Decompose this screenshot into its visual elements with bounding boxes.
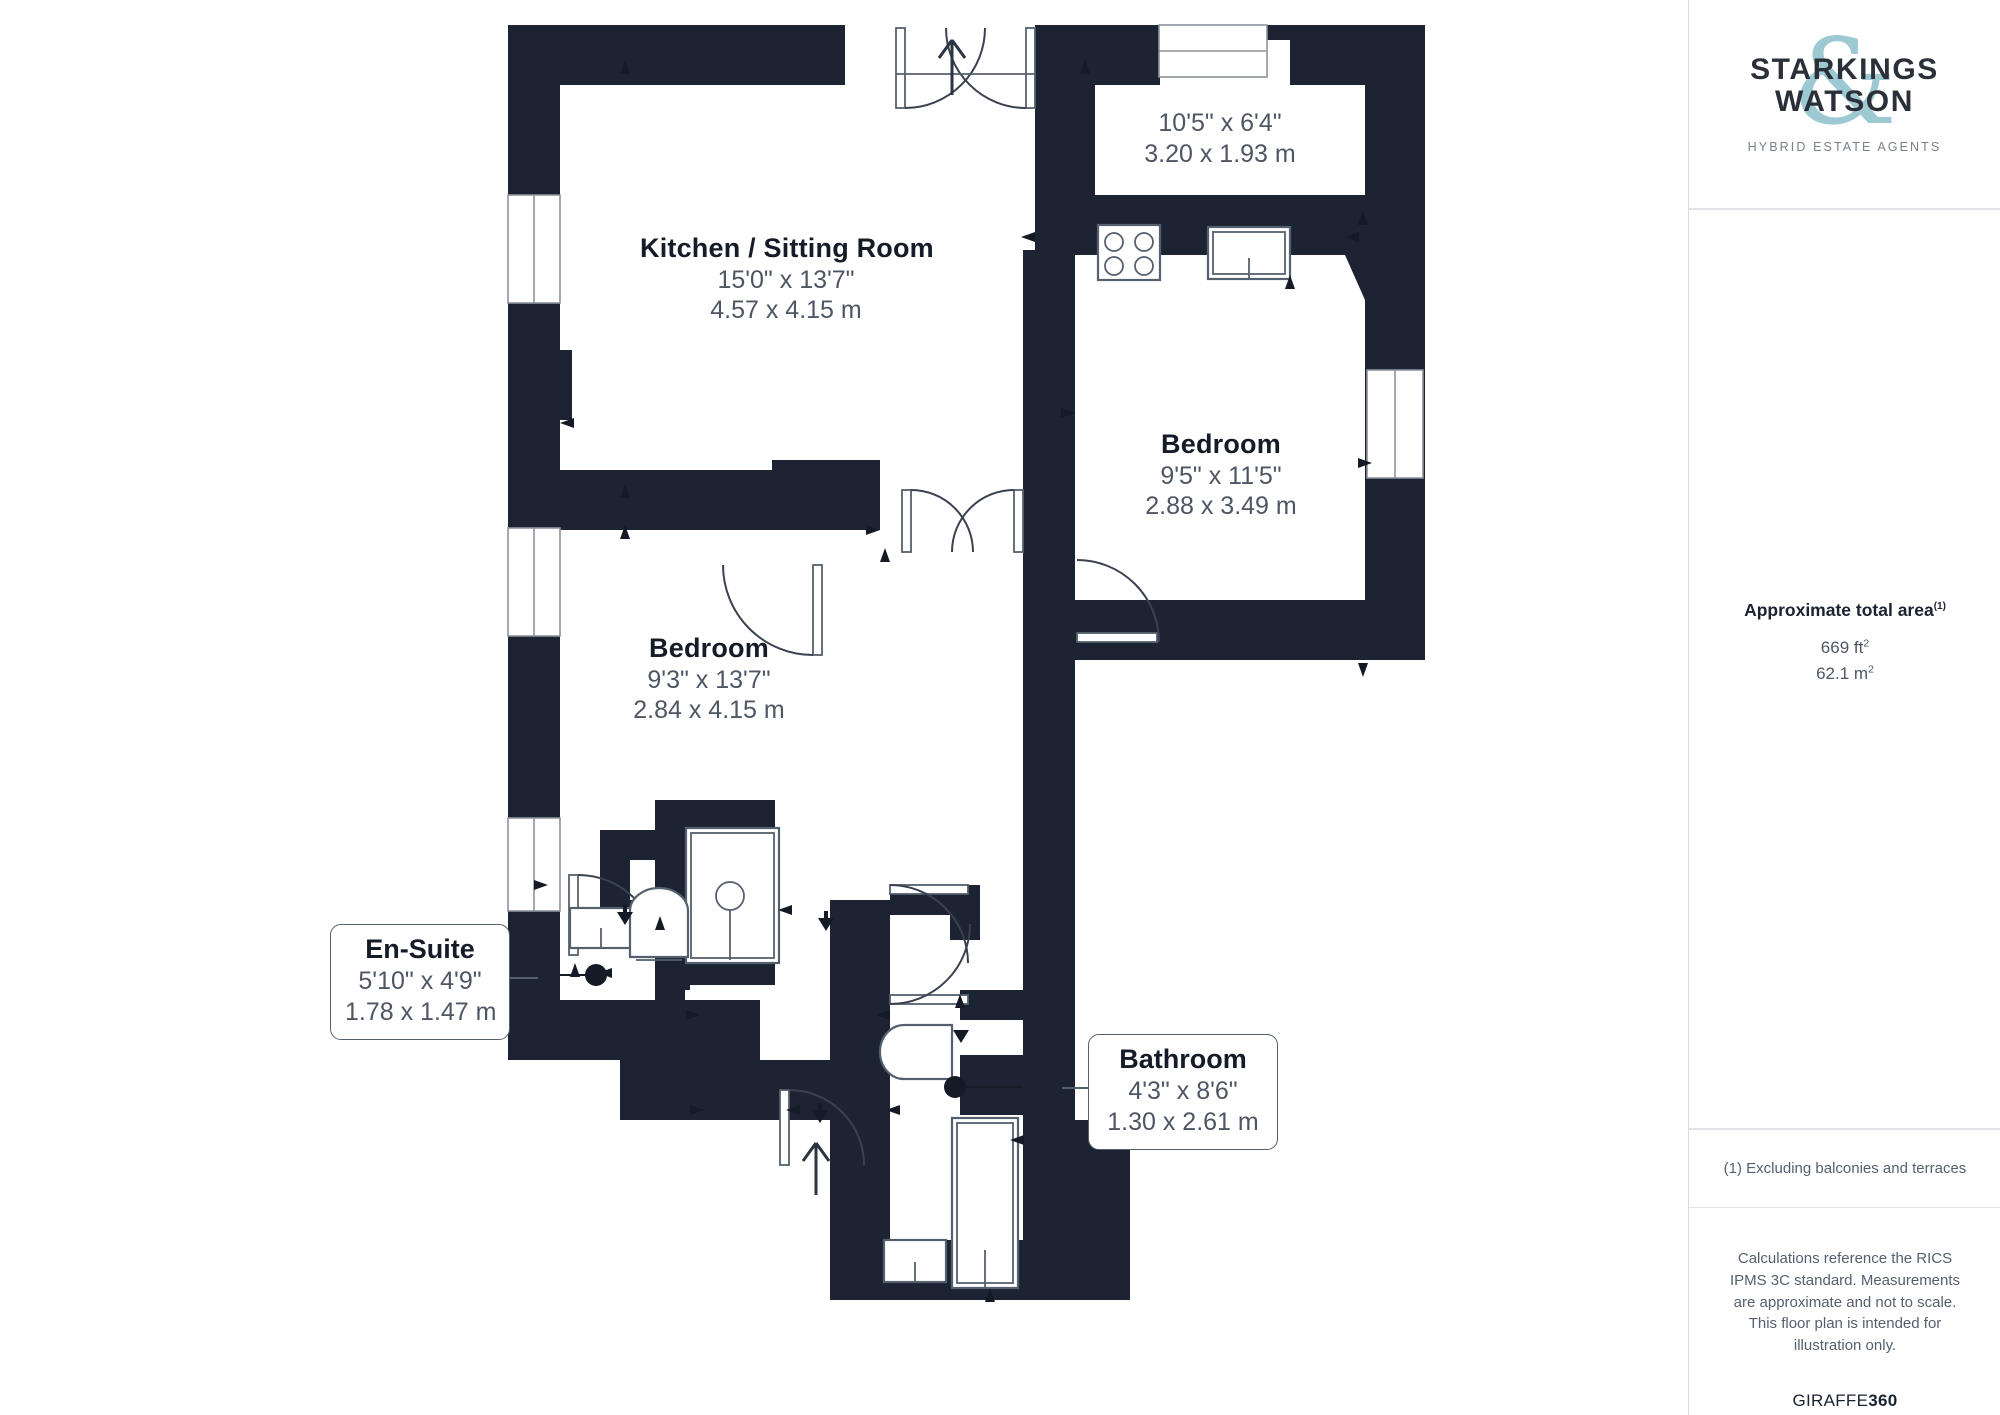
info-sidebar: & STARKINGS WATSON HYBRID ESTATE AGENTS … <box>1688 0 2000 1415</box>
walls <box>508 25 1425 1300</box>
entry-arrow-icon <box>801 1142 831 1195</box>
windows <box>507 24 1424 912</box>
total-area-title-text: Approximate total area <box>1744 600 1934 620</box>
room-metric: 1.30 x 2.61 m <box>1107 1108 1259 1137</box>
room-name: Bathroom <box>1119 1044 1247 1074</box>
room-callout-en-suite: En-Suite 5'10" x 4'9" 1.78 x 1.47 m <box>330 924 510 1041</box>
sidebar-divider-2 <box>1689 1128 2000 1130</box>
giraffe360-suffix: 360 <box>1868 1390 1898 1410</box>
shower-icon <box>684 826 781 965</box>
bathtub-icon <box>950 1116 1020 1290</box>
ceiling-light-icon <box>617 905 633 925</box>
ceiling-light-icon <box>953 1030 969 1043</box>
total-area-footnote-ref: (1) <box>1933 601 1946 613</box>
ceiling-light-icon <box>818 911 834 931</box>
bathroom-basin-icon <box>882 1238 948 1284</box>
room-imperial: 4'3" x 8'6" <box>1128 1077 1238 1106</box>
hob-icon <box>1096 223 1162 282</box>
total-area-imperial-value: 669 ft <box>1820 638 1864 657</box>
callout-leader-en-suite <box>508 977 538 979</box>
callout-leader-bathroom <box>1062 1087 1090 1089</box>
room-imperial: 5'10" x 4'9" <box>358 967 482 996</box>
floor-plan-canvas: .wall { fill:#1c2433; } .winfill { fill:… <box>330 24 1425 1302</box>
entry-arrow-icon-top <box>937 39 967 95</box>
room-metric: 1.78 x 1.47 m <box>345 998 497 1027</box>
room-name: En-Suite <box>365 934 475 964</box>
viewpoint-markers <box>534 60 1372 1302</box>
total-area-metric: 62.1 m2 <box>1689 661 2000 687</box>
giraffe360-brand: GIRAFFE360 <box>1689 1357 2000 1411</box>
logo-line-2: WATSON <box>1774 85 1915 118</box>
logo-tagline: HYBRID ESTATE AGENTS <box>1747 139 1942 154</box>
giraffe360-name: GIRAFFE <box>1792 1390 1869 1410</box>
ceiling-light-icon <box>812 1103 828 1123</box>
metric-unit-exponent: 2 <box>1868 662 1874 675</box>
sidebar-footer: (1) Excluding balconies and terraces Cal… <box>1689 1128 2000 1411</box>
room-callout-bathroom: Bathroom 4'3" x 8'6" 1.30 x 2.61 m <box>1088 1034 1278 1151</box>
imperial-unit-exponent: 2 <box>1863 637 1870 650</box>
bathroom-wc-icon <box>878 1023 954 1081</box>
total-area-block: Approximate total area(1) 669 ft2 62.1 m… <box>1689 600 2000 686</box>
logo-line-1: STARKINGS <box>1750 53 1939 87</box>
kitchen-sink-icon <box>1206 225 1292 281</box>
area-footnote: (1) Excluding balconies and terraces <box>1723 1159 1967 1177</box>
legal-disclaimer: Calculations reference the RICS IPMS 3C … <box>1729 1250 1961 1354</box>
total-area-title: Approximate total area(1) <box>1689 600 2000 621</box>
sidebar-divider-1 <box>1689 208 2000 210</box>
floor-plan-drawing: .wall { fill:#1c2433; } .winfill { fill:… <box>507 24 1425 1302</box>
total-area-metric-value: 62.1 m <box>1816 663 1869 683</box>
total-area-imperial: 669 ft2 <box>1689 635 2000 661</box>
fixtures <box>560 223 1292 1290</box>
sidebar-divider-3 <box>1689 1206 2000 1208</box>
brand-logo: & STARKINGS WATSON HYBRID ESTATE AGENTS <box>1689 0 2000 208</box>
ampersand-icon: & <box>1791 13 1898 151</box>
